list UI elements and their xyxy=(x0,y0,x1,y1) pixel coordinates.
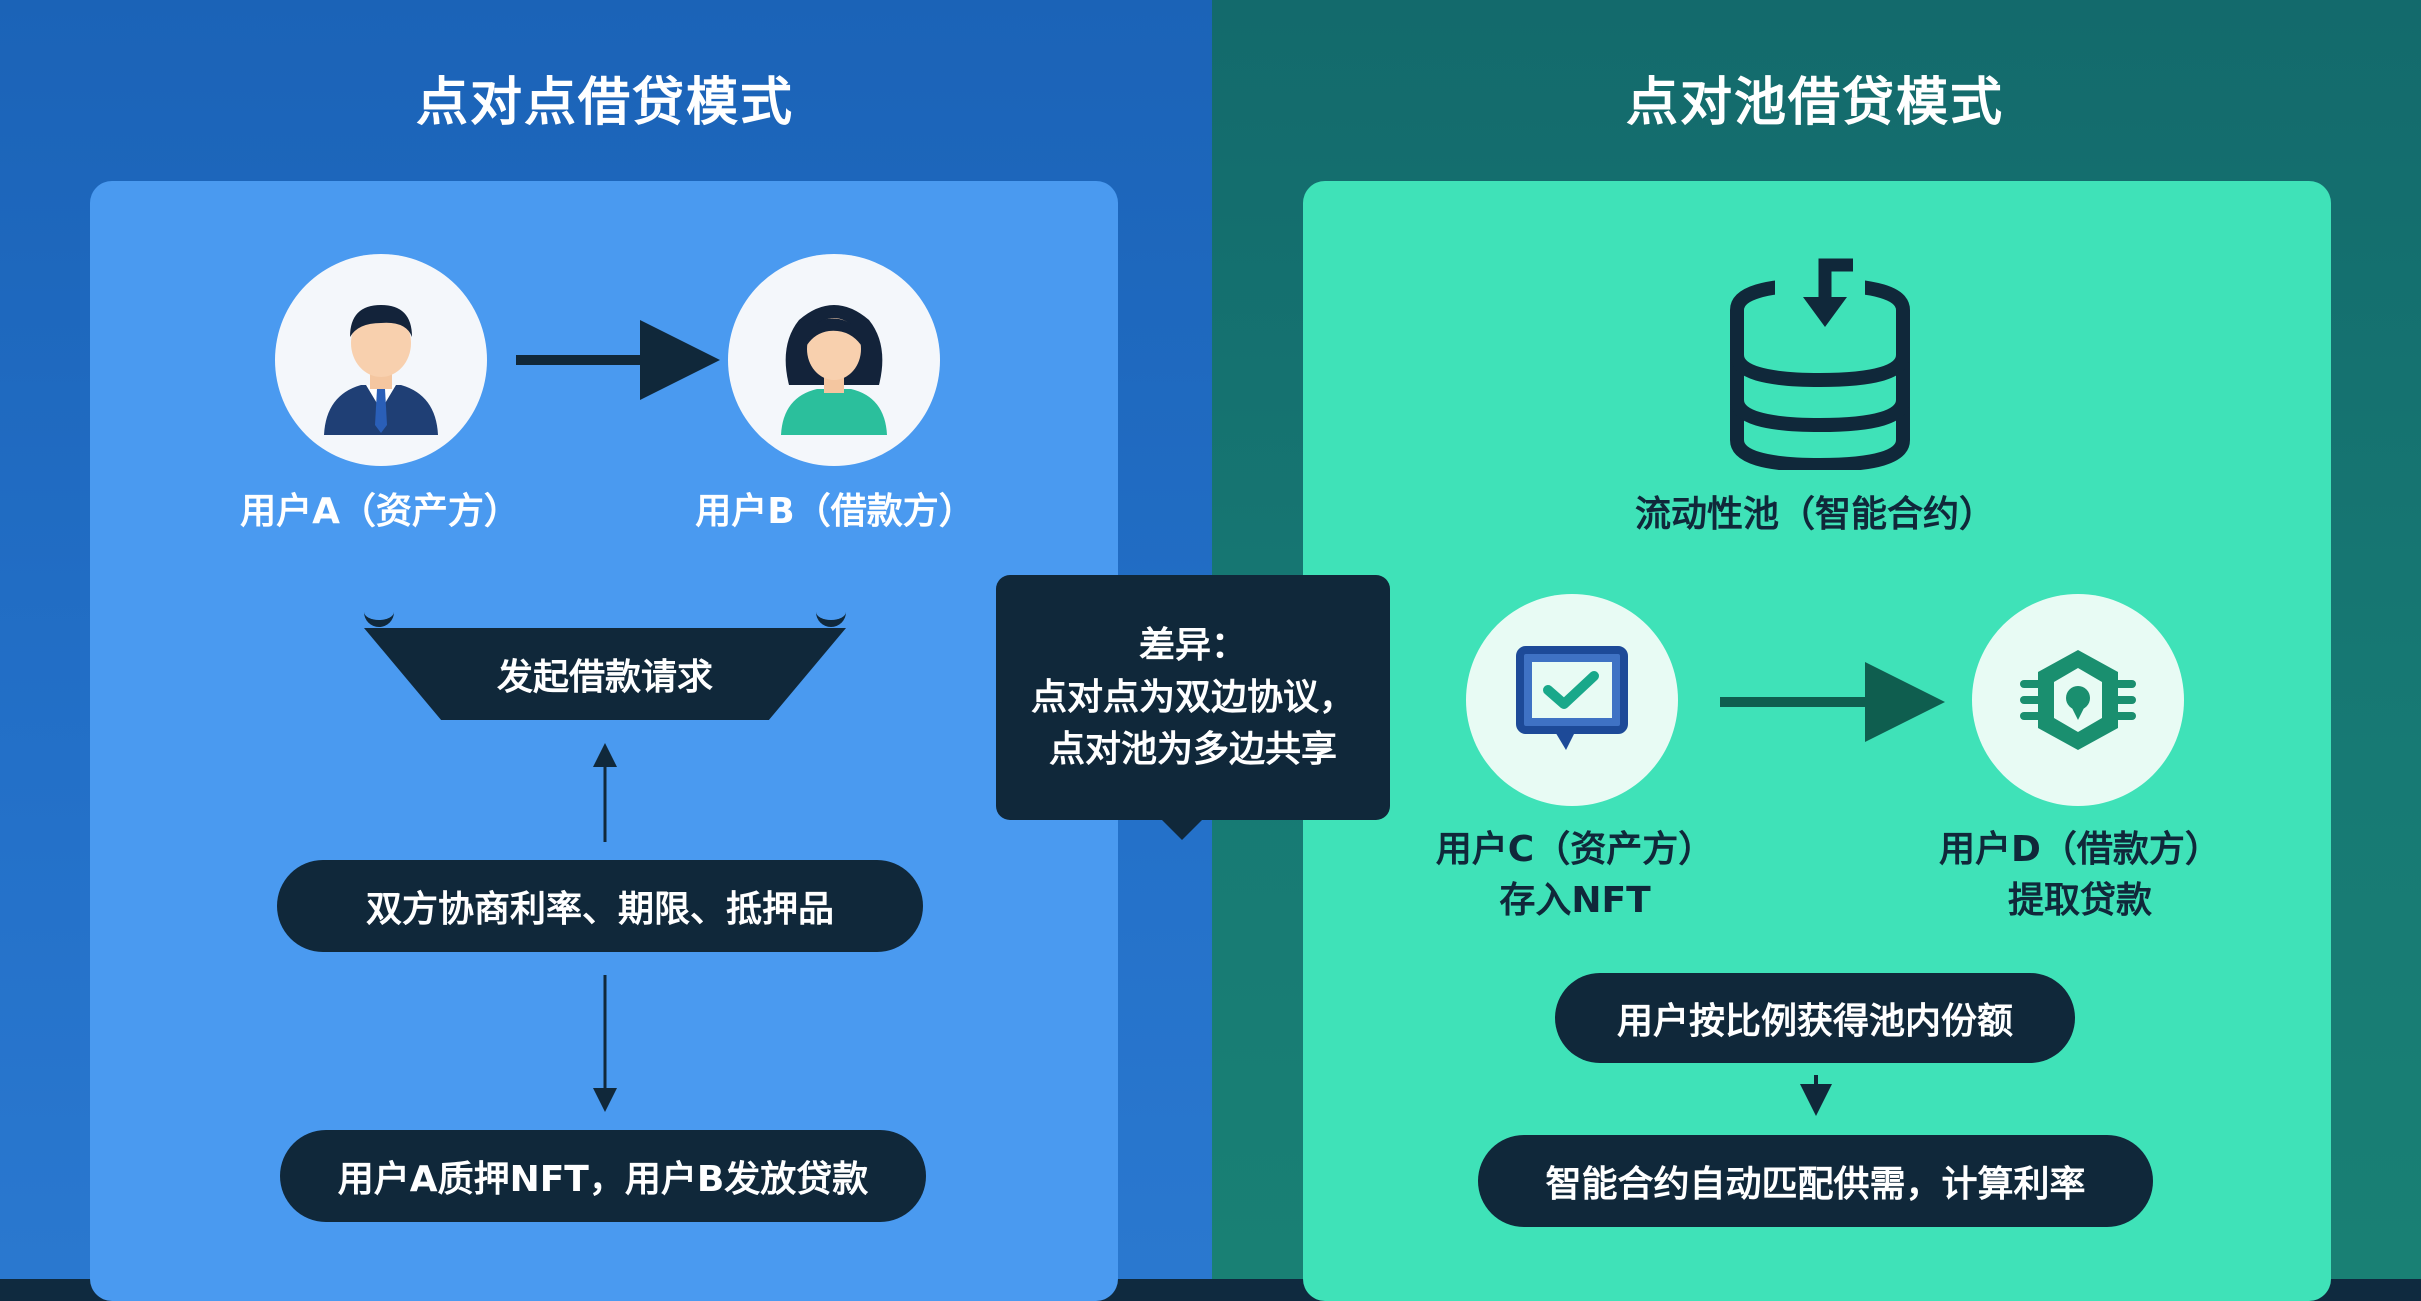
difference-line-2: 点对池为多边共享 xyxy=(1048,728,1337,770)
user-b-label: 用户B（借款方） xyxy=(695,491,975,532)
difference-heading: 差异： xyxy=(1138,624,1247,666)
peer-to-peer-title: 点对点借贷模式 xyxy=(415,73,794,133)
difference-line-1: 点对点为双边协议， xyxy=(1030,676,1355,718)
pool-label: 流动性池（智能合约） xyxy=(1634,494,1995,535)
peer-to-pool-title: 点对池借贷模式 xyxy=(1625,73,2004,133)
user-c-label: 用户C（资产方） xyxy=(1435,829,1715,870)
pledge-box: 用户A质押NFT，用户B发放贷款 xyxy=(280,1130,926,1222)
user-a-avatar xyxy=(275,254,487,466)
callout-tail xyxy=(1160,818,1204,840)
checkmark-message-icon xyxy=(1516,646,1628,750)
user-c-icon-circle xyxy=(1466,594,1678,806)
peer-to-peer-panel xyxy=(90,181,1118,1301)
man-avatar-icon xyxy=(324,305,438,435)
database-download-icon xyxy=(1730,255,1910,470)
user-a-label: 用户A（资产方） xyxy=(240,491,520,532)
right-bracket xyxy=(816,580,846,627)
difference-callout: 差异： 点对点为双边协议， 点对池为多边共享 xyxy=(996,575,1390,820)
woman-avatar-icon xyxy=(781,305,887,435)
share-box: 用户按比例获得池内份额 xyxy=(1555,973,2075,1063)
user-b-avatar xyxy=(728,254,940,466)
chip-icon xyxy=(2020,650,2136,750)
user-d-icon-circle xyxy=(1972,594,2184,806)
negotiate-box: 双方协商利率、期限、抵押品 xyxy=(277,860,923,952)
borrow-request-box: 发起借款请求 xyxy=(364,628,846,720)
user-d-action: 提取贷款 xyxy=(2007,880,2152,921)
user-c-action: 存入NFT xyxy=(1499,880,1651,921)
user-d-label: 用户D（借款方） xyxy=(1939,829,2221,870)
left-bracket xyxy=(364,580,394,627)
match-box: 智能合约自动匹配供需，计算利率 xyxy=(1478,1135,2153,1227)
